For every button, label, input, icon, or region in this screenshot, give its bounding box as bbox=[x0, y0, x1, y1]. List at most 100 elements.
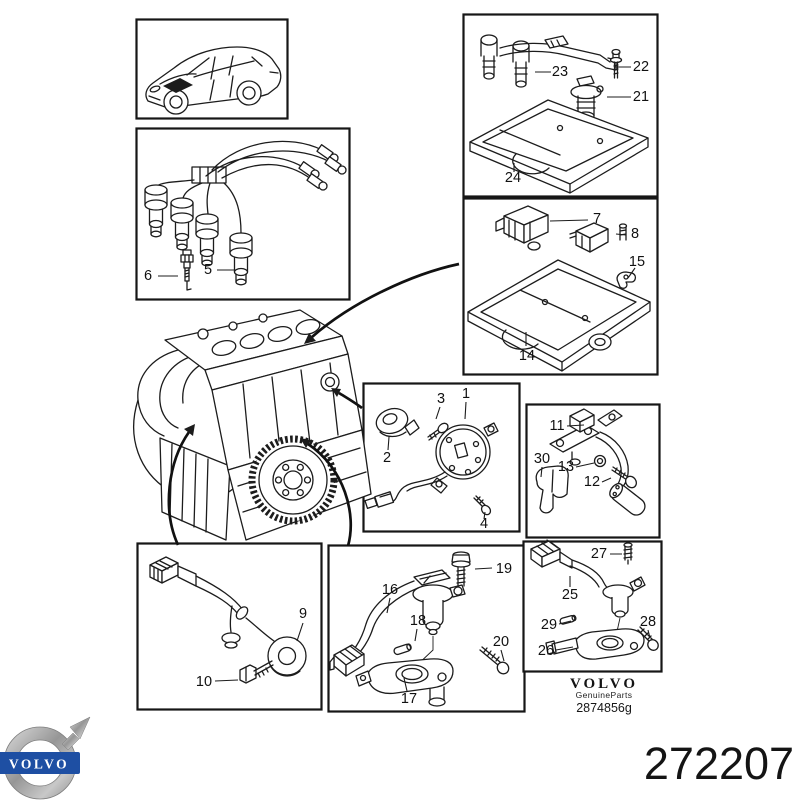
pin-18-art bbox=[393, 643, 412, 656]
part-label-28: 28 bbox=[640, 614, 656, 630]
arrow-head-icon bbox=[69, 716, 91, 740]
screw-28-art bbox=[637, 626, 659, 651]
part-label-20: 20 bbox=[493, 634, 509, 650]
part-label-29: 29 bbox=[541, 617, 557, 633]
arrowhead-icon bbox=[184, 424, 195, 436]
leader-lines bbox=[158, 269, 234, 277]
part-label-22: 22 bbox=[633, 59, 649, 75]
part-label-1: 1 bbox=[462, 386, 470, 402]
part-label-13: 13 bbox=[558, 459, 574, 475]
screw-22-art bbox=[609, 48, 623, 79]
part-label-12: 12 bbox=[584, 474, 600, 490]
arrow-to-crank-area bbox=[307, 442, 353, 547]
stamp-subtitle-text: GenuineParts bbox=[576, 690, 633, 700]
leader-lines bbox=[555, 553, 651, 651]
flywheel-art bbox=[248, 435, 338, 525]
crank-position-sensor-illustration: 27 25 29 28 26 bbox=[530, 539, 659, 660]
callout-arrows bbox=[167, 262, 460, 547]
bolt-27-art bbox=[623, 542, 633, 565]
part-label-25: 25 bbox=[562, 587, 578, 603]
coil-cover-illustration: 7 8 15 14 bbox=[467, 205, 651, 372]
genuine-parts-stamp: VOLVO GenuineParts 2874856g bbox=[570, 676, 638, 715]
bolt-19-art bbox=[451, 551, 471, 587]
bolt-12-art bbox=[611, 466, 637, 489]
leader-lines bbox=[214, 622, 304, 682]
arrow-to-coil-cover bbox=[311, 262, 460, 339]
pin-29-art bbox=[559, 614, 577, 625]
cable-connector-art bbox=[609, 482, 646, 516]
part-label-5: 5 bbox=[204, 262, 212, 278]
logo-band bbox=[0, 752, 80, 774]
cam-position-sensor-illustration: 19 16 18 20 17 bbox=[329, 551, 512, 707]
arrowhead-icon bbox=[300, 438, 311, 448]
arrowhead-icon bbox=[331, 388, 341, 397]
part-label-9: 9 bbox=[299, 606, 307, 622]
grommet-2-art bbox=[375, 407, 420, 438]
engine-location-marker bbox=[163, 78, 193, 93]
leader-lines bbox=[386, 567, 505, 692]
wire-connectors bbox=[298, 144, 347, 191]
part-label-11: 11 bbox=[549, 418, 564, 434]
bracket-11-art bbox=[549, 408, 623, 466]
ignition-coils-illustration: 23 22 21 24 bbox=[469, 34, 649, 194]
cover-30-art bbox=[535, 465, 569, 514]
leader-lines bbox=[525, 219, 636, 346]
part-label-16: 16 bbox=[382, 582, 398, 598]
coil-7-art bbox=[495, 205, 549, 251]
knock-sensor-illustration: 9 10 bbox=[149, 556, 307, 690]
spark-plug-boots bbox=[144, 184, 253, 286]
stamp-brand-text: VOLVO bbox=[570, 676, 638, 692]
connector-plug-art bbox=[364, 491, 395, 509]
ignition-wires-illustration: 6 5 bbox=[144, 140, 347, 291]
engine-illustration bbox=[133, 309, 372, 541]
bolt-10-art bbox=[239, 660, 274, 684]
clip-15-art bbox=[616, 271, 637, 289]
leader-lines bbox=[387, 401, 486, 520]
coil-8-art bbox=[569, 222, 628, 253]
part-label-3: 3 bbox=[437, 391, 445, 407]
part-label-10: 10 bbox=[196, 674, 212, 690]
leader-lines bbox=[540, 424, 612, 483]
spark-plug-art bbox=[180, 249, 194, 291]
part-label-17: 17 bbox=[401, 691, 417, 707]
part-label-14: 14 bbox=[519, 348, 535, 364]
stamp-code-text: 2874856g bbox=[576, 701, 632, 715]
fiche-part-number: 272207 bbox=[644, 738, 794, 789]
part-label-23: 23 bbox=[552, 64, 568, 80]
knock-ring-9-art bbox=[267, 636, 307, 677]
part-label-15: 15 bbox=[629, 254, 645, 270]
arrow-to-knock-area bbox=[167, 431, 191, 546]
arrow-to-cam-reset bbox=[338, 391, 363, 410]
arrow-stem-icon bbox=[61, 732, 80, 751]
crank-sensor-25-art bbox=[602, 576, 646, 618]
part-label-4: 4 bbox=[480, 516, 488, 532]
part-label-18: 18 bbox=[410, 613, 426, 629]
arrowhead-icon bbox=[304, 333, 316, 344]
cable-connector-25-art bbox=[530, 539, 573, 569]
part-label-26: 26 bbox=[538, 643, 554, 659]
part-label-8: 8 bbox=[631, 226, 639, 242]
part-label-30: 30 bbox=[534, 451, 550, 467]
part-label-27: 27 bbox=[591, 546, 607, 562]
knock-connector-art bbox=[149, 556, 197, 587]
part-label-6: 6 bbox=[144, 268, 152, 284]
part-label-2: 2 bbox=[383, 450, 391, 466]
part-label-7: 7 bbox=[593, 211, 601, 227]
leader-lines bbox=[513, 66, 631, 172]
part-label-24: 24 bbox=[505, 170, 521, 186]
volvo-logo: VOLVO bbox=[0, 716, 91, 800]
bracket-26-art bbox=[545, 628, 645, 660]
cam-sensor-16-art bbox=[412, 569, 466, 636]
tray-24-art bbox=[469, 99, 649, 194]
cam-reset-sensor-illustration: 3 1 2 4 bbox=[364, 386, 499, 532]
cable-connector-16-art bbox=[329, 644, 365, 677]
sensor-bracket-illustration: 11 30 13 12 bbox=[534, 408, 646, 516]
logo-wordmark: VOLVO bbox=[9, 757, 69, 772]
part-label-21: 21 bbox=[633, 89, 649, 105]
screw-4-art bbox=[473, 495, 492, 516]
tray-14-art bbox=[467, 259, 651, 372]
car-illustration bbox=[145, 46, 282, 115]
bracket-17-art bbox=[355, 658, 454, 707]
